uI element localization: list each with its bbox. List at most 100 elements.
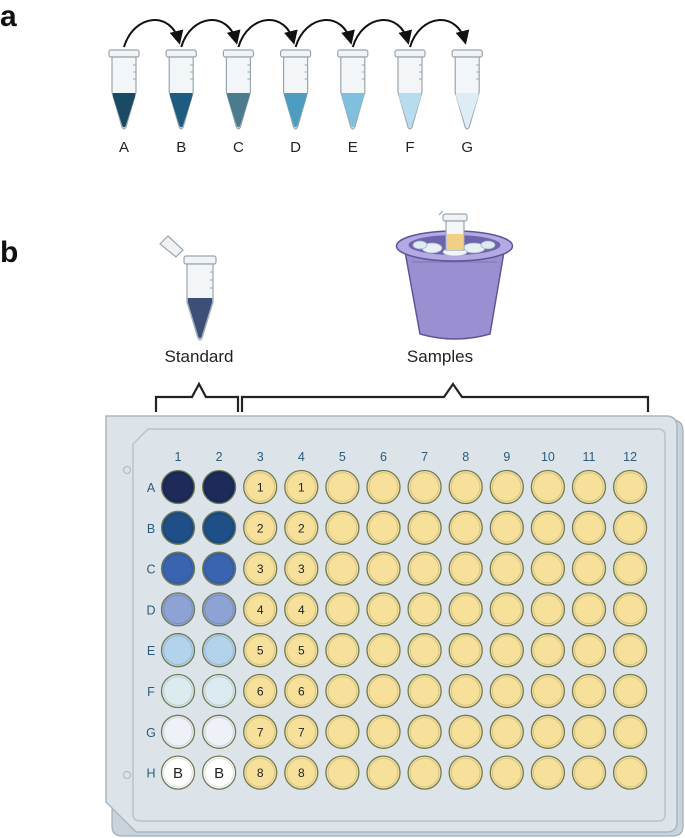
well-A9 <box>489 469 524 505</box>
well-D11 <box>571 592 607 627</box>
well-G8 <box>448 714 483 749</box>
well-C11 <box>571 551 607 586</box>
well-label: 2 <box>257 521 264 535</box>
well-label: 5 <box>257 644 264 658</box>
well-G12 <box>612 714 648 749</box>
column-label: 10 <box>541 450 555 464</box>
column-label: 6 <box>380 450 387 464</box>
well-A10 <box>530 469 566 505</box>
well-H7 <box>407 755 442 790</box>
row-label: F <box>147 685 155 699</box>
well-A2 <box>201 469 237 505</box>
transfer-arrow <box>180 19 241 48</box>
well-C8 <box>448 551 483 586</box>
well-label: B <box>214 765 224 782</box>
well-F4: 6 <box>284 673 319 709</box>
well-label: 7 <box>257 725 264 739</box>
well-C2 <box>201 551 237 586</box>
well-B2 <box>201 510 237 545</box>
well-C4: 3 <box>284 551 319 586</box>
well-G5 <box>325 714 360 749</box>
column-label: 4 <box>298 450 305 464</box>
well-A8 <box>448 469 483 505</box>
well-B5 <box>325 510 360 545</box>
well-B6 <box>366 510 401 545</box>
column-label: 1 <box>175 450 182 464</box>
well-D10 <box>530 592 566 627</box>
well-label: 3 <box>298 562 305 576</box>
well-F9 <box>489 673 524 709</box>
well-B9 <box>489 510 524 545</box>
transfer-arrow <box>123 19 184 48</box>
well-C5 <box>325 551 360 586</box>
well-F2 <box>201 673 237 709</box>
well-label: 4 <box>257 603 264 617</box>
column-label: 2 <box>216 450 223 464</box>
well-F8 <box>448 673 483 709</box>
well-B7 <box>407 510 442 545</box>
column-label: 5 <box>339 450 346 464</box>
well-label: 1 <box>257 481 264 495</box>
column-label: 11 <box>583 450 596 464</box>
well-label: 2 <box>298 521 305 535</box>
standard-label: Standard <box>165 347 234 366</box>
well-H6 <box>366 755 401 790</box>
well-C3: 3 <box>243 551 278 586</box>
well-A4: 1 <box>284 469 319 505</box>
well-F3: 6 <box>243 673 278 709</box>
standard-bracket <box>154 381 240 412</box>
row-label: A <box>147 481 156 495</box>
tube-label-e: E <box>348 139 358 156</box>
well-E5 <box>325 633 360 668</box>
well-F6 <box>366 673 401 709</box>
well-E2 <box>201 633 237 668</box>
tube-label-g: G <box>461 139 473 156</box>
well-label: 4 <box>298 603 305 617</box>
well-G4: 7 <box>284 714 319 749</box>
well-A7 <box>407 469 442 505</box>
well-D8 <box>448 592 483 627</box>
row-label: E <box>147 644 155 658</box>
well-E7 <box>407 633 442 668</box>
dilution-tube-d: D <box>280 49 312 156</box>
well-F10 <box>530 673 566 709</box>
well-B1 <box>160 510 196 545</box>
well-A12 <box>612 469 648 505</box>
row-label: C <box>146 563 155 577</box>
well-label: 8 <box>257 766 264 780</box>
column-label: 3 <box>257 450 264 464</box>
well-G11 <box>571 714 607 749</box>
well-B10 <box>530 510 566 545</box>
panel-label-b: b <box>0 236 18 269</box>
well-A6 <box>366 469 401 505</box>
transfer-arrow <box>351 19 413 48</box>
well-H4: 8 <box>284 755 319 790</box>
well-C10 <box>530 551 566 586</box>
well-H10 <box>530 755 566 790</box>
column-label: 12 <box>623 450 637 464</box>
well-H9 <box>489 755 524 790</box>
well-E4: 5 <box>284 633 319 668</box>
well-label: 3 <box>257 562 264 576</box>
well-C7 <box>407 551 442 586</box>
well-E11 <box>571 633 607 668</box>
tube-label-f: F <box>405 139 414 156</box>
dilution-tube-b: B <box>165 49 197 156</box>
well-A3: 1 <box>243 469 278 505</box>
well-H11 <box>571 755 607 790</box>
well-C1 <box>160 551 196 586</box>
well-B12 <box>612 510 648 545</box>
well-C6 <box>366 551 401 586</box>
well-A1 <box>160 469 196 505</box>
well-F1 <box>160 673 196 709</box>
row-label: B <box>147 522 155 536</box>
well-E3: 5 <box>243 633 278 668</box>
samples-bracket <box>240 382 650 412</box>
well-G7 <box>407 714 442 749</box>
well-F5 <box>325 673 360 709</box>
well-D5 <box>325 592 360 627</box>
well-E12 <box>612 633 648 668</box>
